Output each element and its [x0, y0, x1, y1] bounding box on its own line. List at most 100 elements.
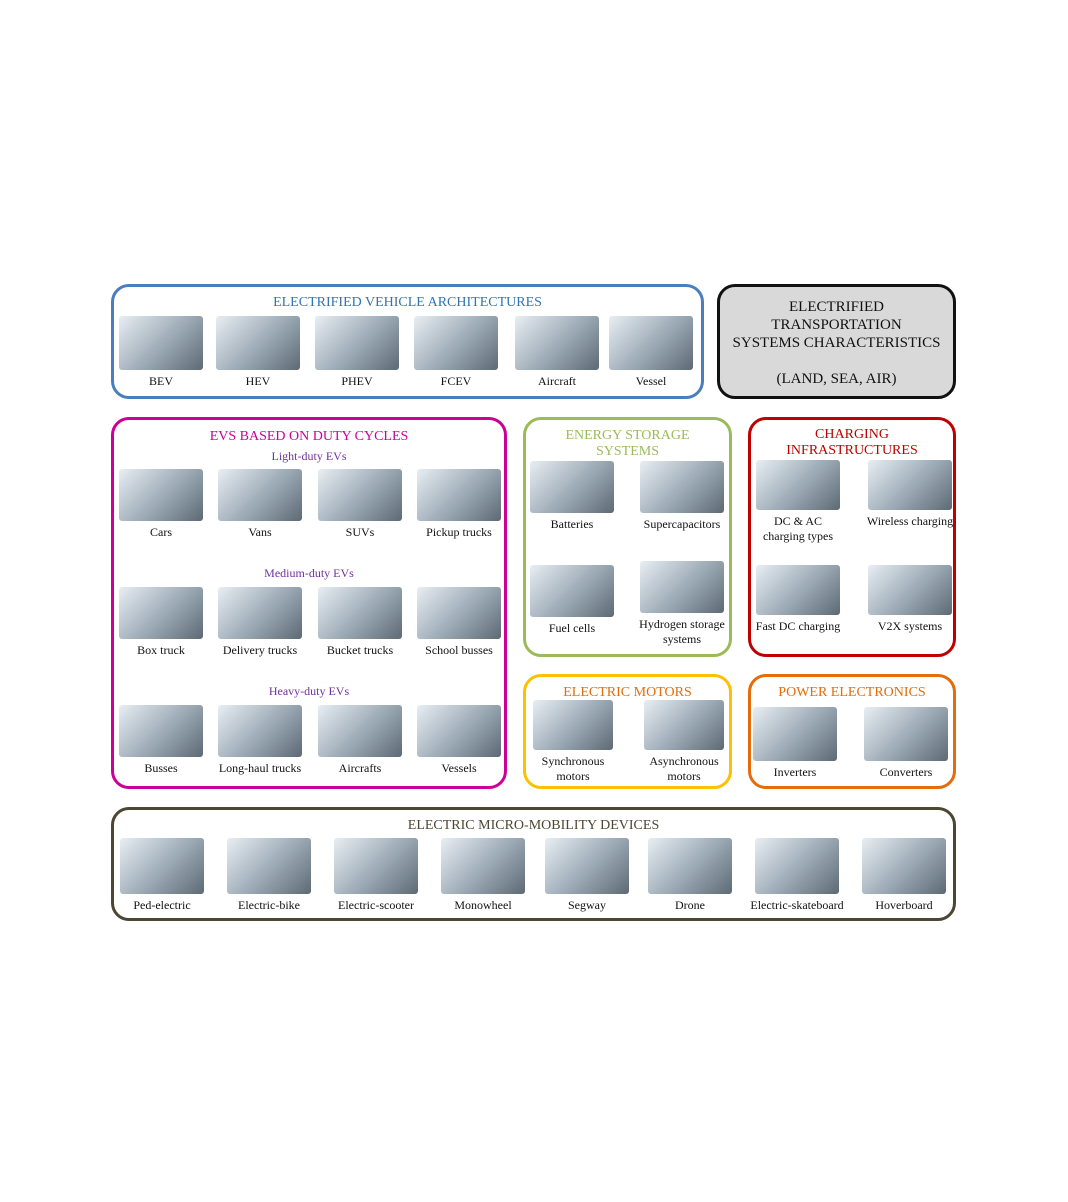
item-architectures-items-4: Aircraft: [507, 316, 607, 389]
item-label: V2X systems: [877, 619, 943, 633]
item-label: Monowheel: [454, 898, 512, 912]
item-image: [218, 705, 302, 757]
item-micro-items-2: Electric-scooter: [322, 838, 430, 913]
item-motors-items-0: Synchronous motors: [528, 700, 618, 784]
motors-title: ELECTRIC MOTORS: [563, 685, 692, 700]
item-label: Segway: [568, 898, 606, 912]
item-image: [334, 838, 418, 894]
charging-panel: CHARGING INFRASTRUCTURES: [748, 417, 956, 657]
item-image: [648, 838, 732, 894]
item-label: Busses: [144, 761, 178, 775]
item-image: [868, 460, 952, 510]
item-image: [119, 705, 203, 757]
item-image: [640, 561, 724, 613]
item-charging-items-0: DC & AC charging types: [753, 460, 843, 544]
item-micro-items-7: Hoverboard: [850, 838, 958, 913]
characteristics-line2: TRANSPORTATION: [771, 317, 902, 333]
item-label: Hoverboard: [875, 898, 933, 912]
item-label: Drone: [675, 898, 705, 912]
item-micro-items-3: Monowheel: [429, 838, 537, 913]
item-heavy-items-0: Busses: [111, 705, 211, 776]
architectures-title: ELECTRIFIED VEHICLE ARCHITECTURES: [273, 295, 542, 310]
item-image: [441, 838, 525, 894]
item-label: Inverters: [773, 765, 817, 779]
item-label: Electric-skateboard: [750, 898, 844, 912]
item-label: Ped-electric: [133, 898, 191, 912]
item-micro-items-0: Ped-electric: [108, 838, 216, 913]
item-label: Converters: [879, 765, 933, 779]
item-image: [515, 316, 599, 370]
item-image: [609, 316, 693, 370]
item-label: Long-haul trucks: [218, 761, 302, 775]
item-charging-items-1: Wireless charging: [865, 460, 955, 529]
item-image: [862, 838, 946, 894]
item-medium-items-2: Bucket trucks: [310, 587, 410, 658]
item-image: [530, 461, 614, 513]
architectures-panel: ELECTRIFIED VEHICLE ARCHITECTURES: [111, 284, 704, 399]
item-label: HEV: [245, 374, 271, 388]
item-label: Pickup trucks: [426, 525, 492, 539]
item-image: [315, 316, 399, 370]
item-image: [530, 565, 614, 617]
item-image: [868, 565, 952, 615]
item-architectures-items-1: HEV: [208, 316, 308, 389]
item-image: [318, 587, 402, 639]
item-label: Fuel cells: [548, 621, 596, 635]
item-label: Box truck: [137, 643, 185, 657]
item-heavy-items-2: Aircrafts: [310, 705, 410, 776]
item-architectures-items-2: PHEV: [307, 316, 407, 389]
item-energy-items-0: Batteries: [525, 461, 620, 532]
item-micro-items-5: Drone: [636, 838, 744, 913]
item-label: School busses: [425, 643, 493, 657]
item-image: [227, 838, 311, 894]
item-label: Batteries: [550, 517, 594, 531]
item-label: Hydrogen storage systems: [639, 617, 725, 646]
item-image: [644, 700, 724, 750]
item-image: [216, 316, 300, 370]
item-label: Synchronous motors: [541, 754, 605, 783]
item-architectures-items-3: FCEV: [406, 316, 506, 389]
item-power-items-1: Converters: [859, 707, 954, 780]
item-label: SUVs: [345, 525, 375, 539]
item-label: Cars: [150, 525, 172, 539]
item-image: [533, 700, 613, 750]
item-micro-items-4: Segway: [533, 838, 641, 913]
energy-panel: ENERGY STORAGE SYSTEMS: [523, 417, 732, 657]
item-image: [318, 469, 402, 521]
item-image: [756, 460, 840, 510]
item-image: [119, 469, 203, 521]
medium-duty-subtitle: Medium-duty EVs: [264, 566, 354, 580]
item-charging-items-2: Fast DC charging: [753, 565, 843, 634]
item-image: [417, 705, 501, 757]
item-image: [417, 469, 501, 521]
item-label: Delivery trucks: [222, 643, 298, 657]
item-label: Asynchronous motors: [649, 754, 719, 783]
item-micro-items-1: Electric-bike: [215, 838, 323, 913]
power-title: POWER ELECTRONICS: [778, 685, 926, 700]
characteristics-line4: (LAND, SEA, AIR): [776, 371, 897, 387]
item-image: [753, 707, 837, 761]
item-medium-items-1: Delivery trucks: [210, 587, 310, 658]
item-label: Wireless charging: [866, 514, 954, 528]
item-label: DC & AC charging types: [762, 514, 834, 543]
item-label: PHEV: [341, 374, 373, 388]
item-label: Aircraft: [538, 374, 576, 388]
energy-title: ENERGY STORAGE SYSTEMS: [565, 428, 690, 459]
item-medium-items-3: School busses: [409, 587, 509, 658]
item-label: Fast DC charging: [755, 619, 841, 633]
item-label: BEV: [149, 374, 173, 388]
item-label: Vessels: [441, 761, 477, 775]
micro-title: ELECTRIC MICRO-MOBILITY DEVICES: [407, 818, 660, 833]
characteristics-line3: SYSTEMS CHARACTERISTICS: [732, 335, 941, 351]
item-heavy-items-1: Long-haul trucks: [210, 705, 310, 776]
item-label: Supercapacitors: [643, 517, 721, 531]
item-charging-items-3: V2X systems: [865, 565, 955, 634]
item-motors-items-1: Asynchronous motors: [639, 700, 729, 784]
item-light-items-1: Vans: [210, 469, 310, 540]
item-image: [545, 838, 629, 894]
duty-title: EVS BASED ON DUTY CYCLES: [209, 429, 409, 444]
item-image: [120, 838, 204, 894]
item-heavy-items-3: Vessels: [409, 705, 509, 776]
item-label: Bucket trucks: [326, 643, 394, 657]
